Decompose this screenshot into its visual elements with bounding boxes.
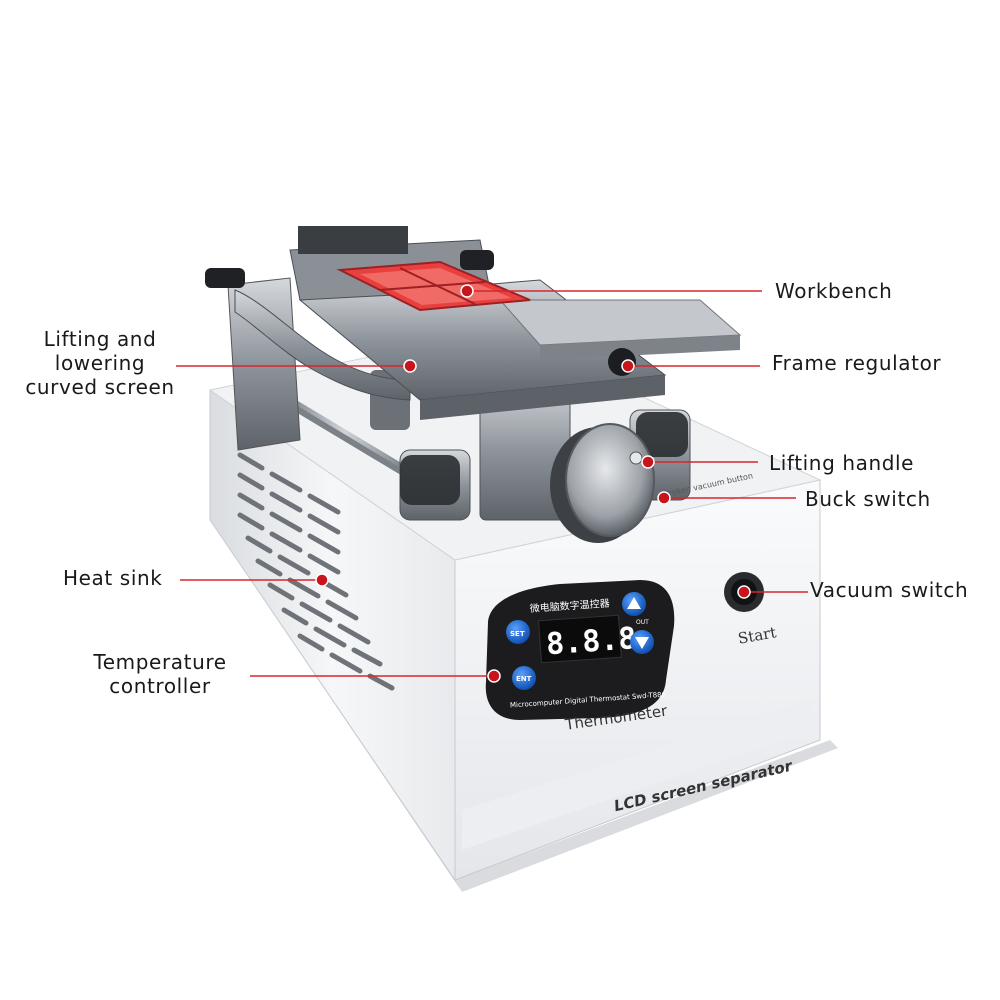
lifting-handle-dot — [641, 455, 655, 469]
heat-sink-label: Heat sink — [63, 566, 163, 590]
callout-lines — [176, 290, 808, 677]
lifting-curved-screen-label: Lifting and lowering curved screen — [10, 327, 190, 399]
frame-regulator-label: Frame regulator — [772, 351, 942, 375]
set-button-label: SET — [510, 630, 525, 638]
lifting-handle-knob — [550, 423, 655, 543]
callout-dots — [315, 284, 751, 683]
heat-sink-dot — [315, 573, 329, 587]
lifting-handle-label: Lifting handle — [769, 451, 915, 475]
temperature-controller-panel: 微电脑数字温控器 °C 8.8.8 SET ENT OUT Microcompu… — [485, 580, 675, 720]
lifting-curved-screen-line-2: lowering — [54, 351, 146, 375]
ent-button[interactable] — [512, 666, 536, 690]
frame-regulator-dot — [621, 359, 635, 373]
temperature-controller-line-2: controller — [109, 674, 211, 698]
down-arrow-icon — [635, 637, 649, 649]
temperature-controller-label: Temperature controller — [70, 650, 250, 698]
workbench-plate — [336, 260, 531, 312]
buck-switch-dot — [657, 491, 671, 505]
vacuum-switch-label: Vacuum switch — [810, 578, 969, 602]
workbench-label: Workbench — [775, 279, 893, 303]
vacuum-switch-dot — [737, 585, 751, 599]
workbench-dot — [460, 284, 474, 298]
ent-button-label: ENT — [516, 675, 532, 683]
lifting-curved-screen-line-1: Lifting and — [43, 327, 157, 351]
mechanism — [205, 226, 742, 521]
heat-sink-vents — [237, 452, 395, 691]
buck-switch-label: Buck switch — [805, 487, 931, 511]
lifting-curved-screen-line-3: curved screen — [25, 375, 175, 399]
display-digits: 8.8.8 — [545, 621, 638, 662]
lifting-curved-screen-dot — [403, 359, 417, 373]
temperature-controller-line-1: Temperature — [93, 650, 227, 674]
out-label: OUT — [636, 619, 649, 626]
up-arrow-icon — [627, 597, 641, 609]
temperature-controller-dot — [487, 669, 501, 683]
set-button[interactable] — [506, 620, 530, 644]
